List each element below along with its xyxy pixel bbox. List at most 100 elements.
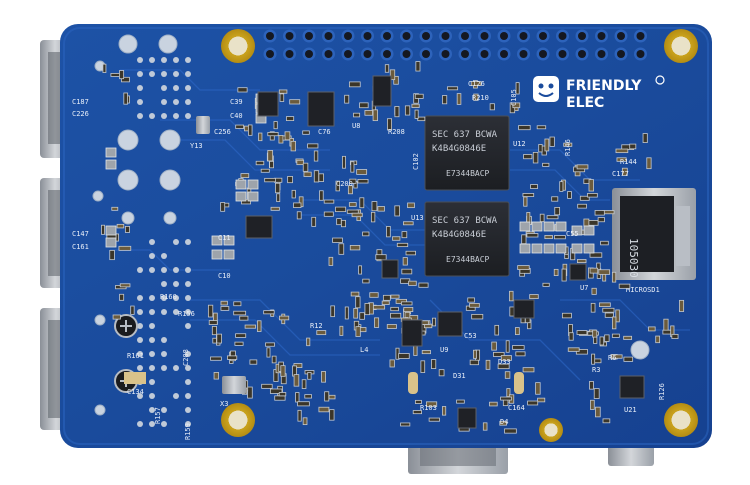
mounting-hole-bottom-left	[221, 403, 255, 437]
smd-part	[303, 163, 308, 171]
smd-part	[356, 327, 360, 337]
smd-part	[235, 342, 243, 345]
smd-part	[292, 190, 295, 198]
brand-logo-icon	[533, 76, 559, 102]
label-l4: L4	[360, 346, 368, 354]
smd-part	[256, 161, 264, 164]
smd-part	[390, 313, 400, 318]
smd-part	[605, 335, 609, 342]
smd-part	[329, 257, 333, 265]
label-c11: C11	[218, 234, 231, 242]
smd-part	[577, 165, 588, 169]
smd-part	[294, 375, 299, 387]
smd-part	[385, 65, 388, 73]
smd-part	[350, 245, 360, 249]
label-c226: C226	[72, 110, 89, 118]
smd-part	[373, 110, 377, 121]
smd-part	[524, 197, 527, 206]
smd-part	[412, 104, 419, 107]
smd-part	[324, 200, 334, 203]
mounting-hole-top-left	[221, 29, 255, 63]
gpio-hole	[361, 48, 374, 61]
smd-part	[351, 292, 359, 296]
smd-part	[588, 220, 598, 225]
smd-part	[391, 307, 399, 310]
smd-part	[577, 259, 586, 262]
gpio-hole	[595, 30, 608, 43]
gpio-hole	[342, 30, 355, 43]
mounting-hole-top-right	[664, 29, 698, 63]
smd-part	[442, 407, 445, 416]
gpio-hole	[439, 30, 452, 43]
smd-passive	[556, 222, 566, 231]
smd-part	[616, 149, 628, 153]
smd-part	[505, 372, 510, 379]
label-r161: R161	[127, 352, 144, 360]
smd-part	[241, 174, 249, 178]
smd-part	[510, 307, 514, 316]
smd-part	[672, 334, 678, 338]
smd-part	[319, 407, 329, 412]
smd-part	[305, 395, 312, 398]
smd-part	[353, 113, 359, 117]
label-c134: C134	[127, 388, 144, 396]
smd-part	[298, 410, 301, 421]
smd-part	[358, 179, 368, 183]
smd-part	[314, 171, 318, 182]
smd-passive	[520, 244, 530, 253]
smd-part	[523, 193, 534, 196]
smd-part	[238, 88, 247, 92]
smd-part	[584, 219, 589, 226]
smd-part	[297, 212, 301, 219]
smd-part	[208, 305, 212, 317]
chip-2-line2: K4B4G0846E	[432, 230, 486, 240]
smd-part	[308, 372, 311, 379]
smd-part	[545, 235, 553, 238]
smd-part	[457, 94, 461, 105]
smd-part	[279, 392, 286, 395]
smd-part	[429, 418, 439, 421]
smd-passive	[520, 222, 530, 231]
smd-part	[554, 269, 558, 275]
gpio-hole	[361, 30, 374, 43]
label-r157: R157	[154, 407, 162, 424]
smd-part	[399, 354, 410, 359]
smd-part	[595, 210, 604, 215]
smd-part	[266, 343, 275, 346]
smd-part	[359, 266, 362, 274]
smd-part	[286, 117, 293, 121]
label-r210: R210	[472, 94, 489, 102]
smd-part	[470, 360, 478, 365]
microsd-slot-text: 105030	[627, 238, 640, 278]
smd-part	[395, 206, 400, 216]
gpio-hole	[322, 30, 335, 43]
gpio-hole	[634, 30, 647, 43]
smd-part	[279, 316, 288, 320]
smd-part	[257, 321, 261, 332]
smd-part	[113, 315, 120, 319]
smd-part	[422, 350, 430, 353]
smd-part	[577, 331, 587, 335]
crystal-x3	[222, 376, 246, 394]
smd-part	[217, 334, 222, 343]
smd-part	[277, 194, 280, 202]
chip-1-line2: K4B4G0846E	[432, 144, 486, 154]
label-u13: U13	[411, 214, 424, 222]
smd-part	[312, 217, 316, 226]
smd-part	[342, 156, 345, 168]
smd-part	[599, 270, 610, 275]
smd-part	[360, 313, 365, 320]
label-r208: R208	[388, 128, 405, 136]
smd-part	[274, 122, 277, 129]
smd-part	[341, 220, 345, 226]
smd-part	[331, 306, 335, 317]
smd-part	[538, 398, 545, 402]
smd-part	[357, 170, 367, 175]
smd-part	[587, 193, 597, 197]
smd-part	[509, 291, 513, 301]
smd-part	[590, 400, 594, 409]
gpio-hole	[420, 48, 433, 61]
smd-part	[335, 207, 345, 212]
gpio-hole	[537, 48, 550, 61]
smd-part	[117, 224, 124, 228]
